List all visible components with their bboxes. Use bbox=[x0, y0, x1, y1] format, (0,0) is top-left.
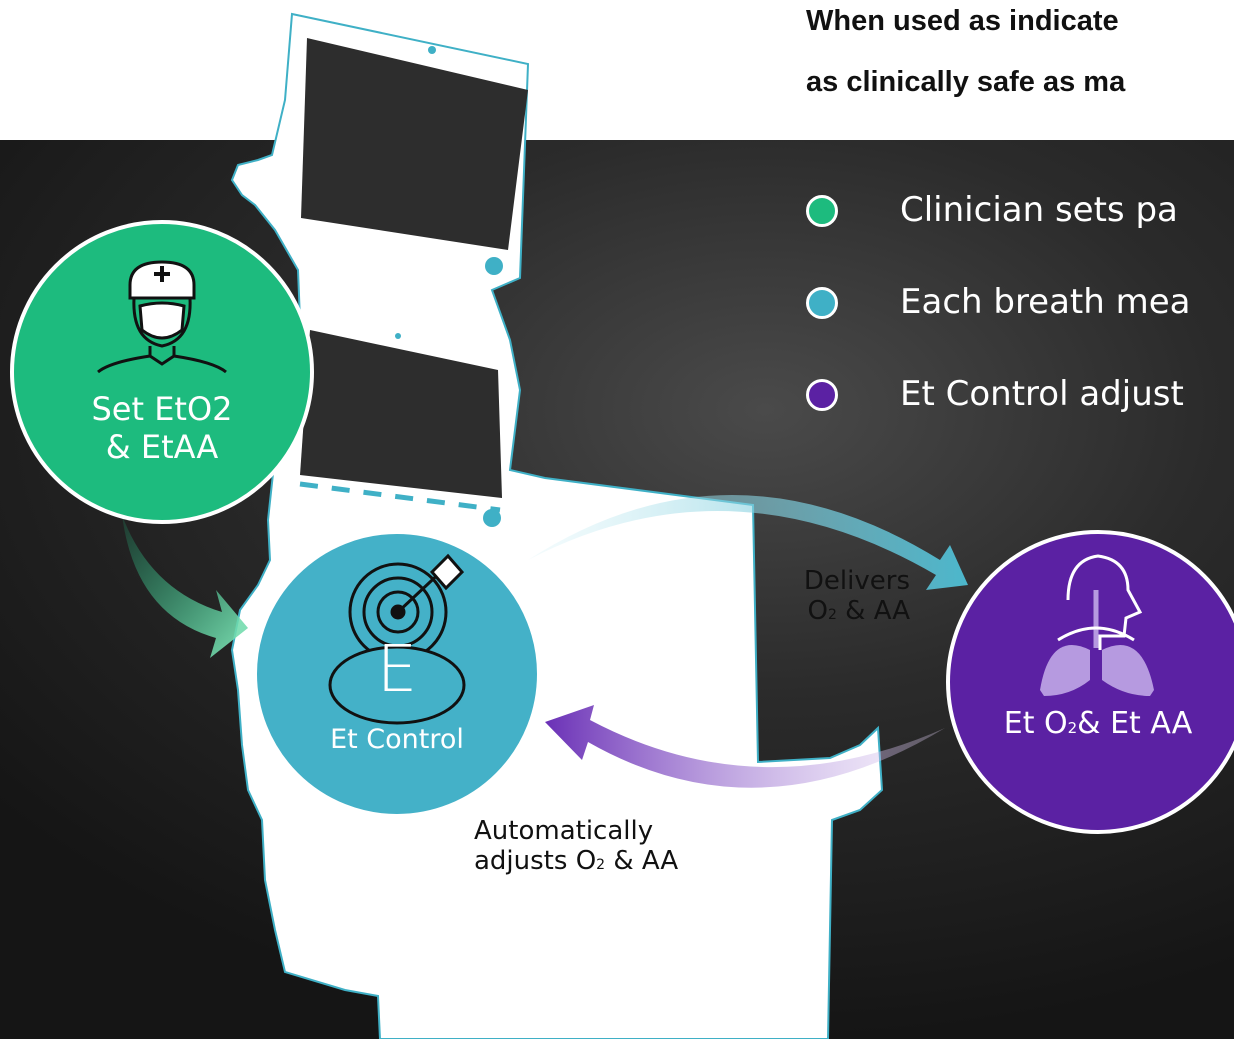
bullet-dot-purple bbox=[806, 379, 838, 411]
et-control-label: Et Control bbox=[330, 724, 464, 755]
bullet-text: Clinician sets pa bbox=[900, 190, 1178, 230]
lungs-icon bbox=[1040, 554, 1154, 696]
et-control-letter: E bbox=[376, 633, 418, 707]
heading: When used as indicate as clinically safe… bbox=[806, 0, 1234, 140]
target-arrow-icon bbox=[328, 553, 466, 725]
edge-delivers-arrow bbox=[528, 495, 968, 590]
monitor-lower-screen bbox=[299, 330, 502, 527]
bullet-dot-green bbox=[806, 195, 838, 227]
node-patient bbox=[946, 530, 1234, 834]
clinician-label-line-2: & EtAA bbox=[105, 428, 219, 466]
node-patient-label: Et O2& Et AA bbox=[978, 706, 1218, 746]
node-clinician bbox=[10, 220, 314, 524]
bullet-text: Et Control adjust bbox=[900, 374, 1184, 414]
bullet-list: Clinician sets pa Each breath mea Et Con… bbox=[806, 188, 1234, 448]
delivers-line-2: O2 & AA bbox=[807, 596, 911, 626]
bullet-text: Each breath mea bbox=[900, 282, 1191, 322]
adjusts-line-1: Automatically bbox=[474, 816, 654, 846]
label-delivers: Delivers O2 & AA bbox=[786, 566, 910, 630]
bullet-dot-blue bbox=[806, 287, 838, 319]
delivers-line-1: Delivers bbox=[803, 566, 910, 596]
heading-line-2: as clinically safe as ma bbox=[806, 66, 1126, 98]
adjusts-line-2: adjusts O2 & AA bbox=[474, 846, 679, 876]
clinician-label-line-1: Set EtO2 bbox=[91, 390, 233, 428]
node-clinician-label: Set EtO2 & EtAA bbox=[60, 390, 264, 466]
patient-et-o: Et O bbox=[1003, 706, 1068, 741]
patient-et-aa: & Et AA bbox=[1077, 706, 1193, 741]
patient-subscript: 2 bbox=[1067, 719, 1078, 737]
label-adjusts: Automatically adjusts O2 & AA bbox=[474, 816, 678, 880]
edge-adjusts-arrow bbox=[545, 705, 945, 788]
monitor-upper-screen bbox=[301, 38, 528, 275]
heading-line-1: When used as indicate bbox=[806, 5, 1119, 37]
clinician-icon bbox=[97, 260, 227, 374]
edge-clinician-to-control bbox=[122, 515, 248, 658]
